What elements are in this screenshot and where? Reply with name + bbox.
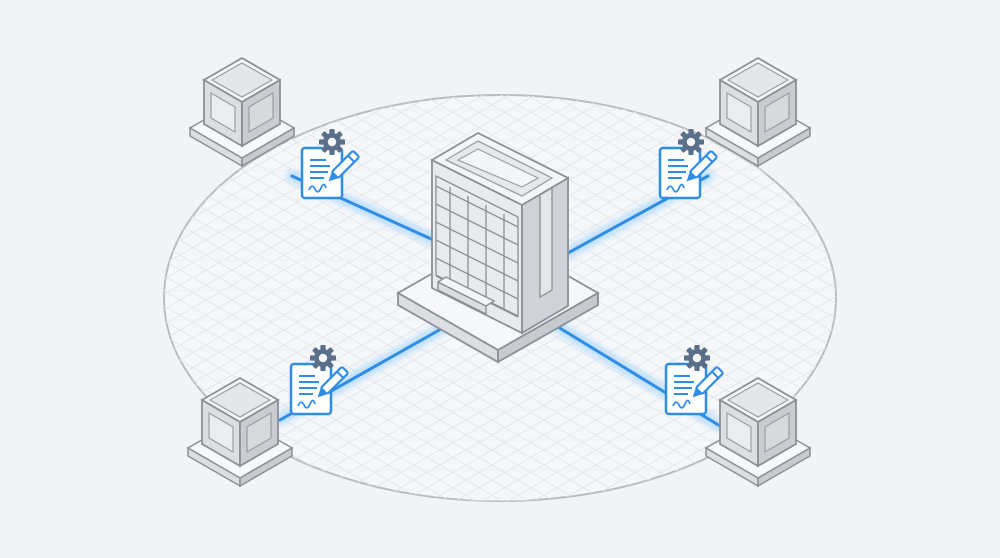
gear-icon-top-left <box>319 129 345 155</box>
gear-icon-bottom-right <box>684 345 710 371</box>
gear-icon-top-right <box>678 129 704 155</box>
headquarters-tower-icon <box>396 131 600 364</box>
gear-icon-bottom-left <box>310 345 336 371</box>
